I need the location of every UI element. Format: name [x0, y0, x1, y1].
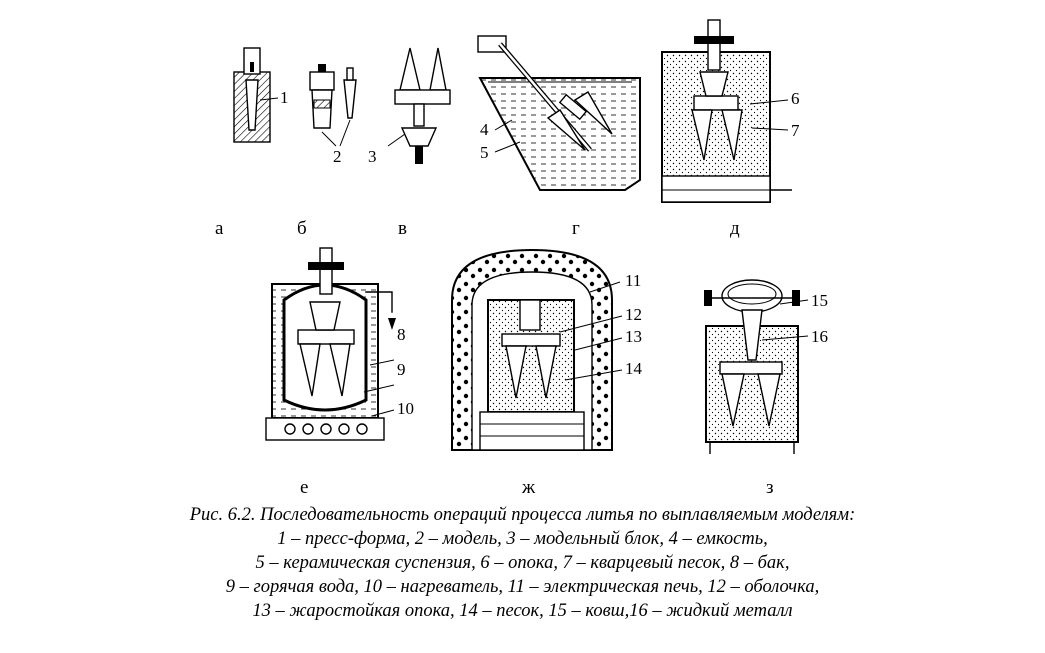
caption-line-3: 5 – керамическая суспензия, 6 – опока, 7… [255, 553, 790, 573]
label-3: 3 [368, 147, 377, 166]
panel-g-container: 4 5 г [477, 35, 641, 239]
panel-e-tank: 8 9 10 е [265, 247, 414, 498]
panel-letter-b: б [297, 218, 307, 239]
panel-letter-z: з [766, 477, 774, 498]
label-1: 1 [280, 88, 289, 107]
panel-v-model-block: 3 в [368, 47, 451, 239]
label-8: 8 [397, 325, 406, 344]
label-7: 7 [791, 121, 800, 140]
caption-line-2: 1 – пресс-форма, 2 – модель, 3 – модельн… [277, 529, 768, 549]
label-15: 15 [811, 291, 828, 310]
label-6: 6 [791, 89, 800, 108]
caption-line-1: Рис. 6.2. Последовательность операций пр… [189, 505, 856, 525]
panel-letter-v: в [398, 218, 407, 239]
label-13: 13 [625, 327, 642, 346]
label-11: 11 [625, 271, 641, 290]
panel-letter-g: г [572, 218, 580, 239]
panel-a-press-form: 1 а [215, 47, 289, 239]
caption-line-5: 13 – жаростойкая опока, 14 – песок, 15 –… [252, 601, 793, 621]
panel-b-model: 2 б [297, 64, 357, 239]
label-4: 4 [480, 120, 489, 139]
panel-zh-furnace: 11 12 13 14 ж [451, 248, 643, 498]
caption-line-4: 9 – горячая вода, 10 – нагреватель, 11 –… [225, 577, 820, 597]
figure-caption: Рис. 6.2. Последовательность операций пр… [0, 503, 1045, 623]
panel-letter-d: д [730, 218, 740, 239]
panel-letter-zh: ж [521, 477, 536, 498]
label-5: 5 [480, 143, 489, 162]
label-2: 2 [333, 147, 342, 166]
panel-z-pouring: 15 16 з [704, 279, 828, 498]
panel-d-flask: 6 7 д [661, 19, 800, 239]
label-10: 10 [397, 399, 414, 418]
panel-letter-e: е [300, 477, 308, 498]
label-16: 16 [811, 327, 828, 346]
label-14: 14 [625, 359, 643, 378]
panel-letter-a: а [215, 218, 224, 239]
label-9: 9 [397, 360, 406, 379]
casting-process-diagram: 1 а 2 б 3 в 4 5 [215, 19, 828, 498]
label-12: 12 [625, 305, 642, 324]
